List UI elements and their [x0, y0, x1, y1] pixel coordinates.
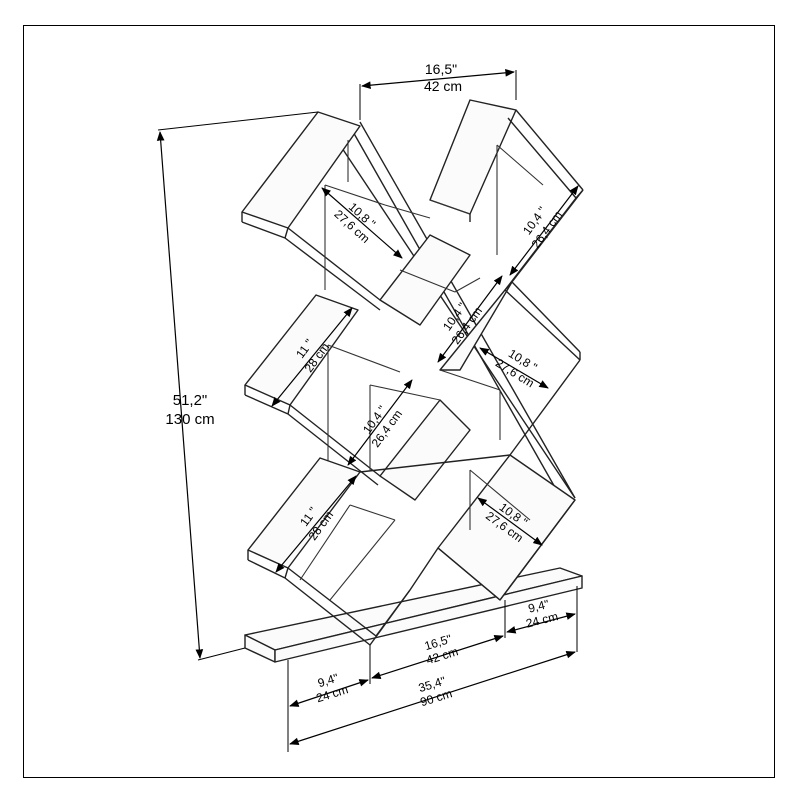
height-inch: 51,2"	[173, 392, 208, 409]
box-center-lower-label: 10,4 " 26,4 cm	[360, 403, 405, 450]
base-left-label: 9,4" 24 cm	[314, 671, 349, 706]
base-middle-label: 16,5" 42 cm	[423, 632, 460, 668]
dimension-lines	[156, 68, 579, 752]
top-width-cm: 42 cm	[424, 78, 462, 94]
height-cm: 130 cm	[165, 411, 214, 428]
height-label: 51,2" 130 cm	[165, 392, 214, 428]
box-tr-label: 10,4 " 26,4 cm	[520, 204, 565, 251]
base-right-label: 9,4" 24 cm	[524, 597, 559, 631]
svg-text:9,4": 9,4"	[316, 671, 340, 691]
svg-text:9,4": 9,4"	[527, 597, 551, 616]
box-middle-left	[244, 294, 401, 486]
box-mr-label: 10,8 " 27,6 cm	[493, 346, 540, 390]
top-width-inch: 16,5"	[425, 61, 457, 77]
top-width-label: 16,5" 42 cm	[424, 61, 462, 94]
base-total-label: 35,4" 90 cm	[417, 674, 454, 710]
